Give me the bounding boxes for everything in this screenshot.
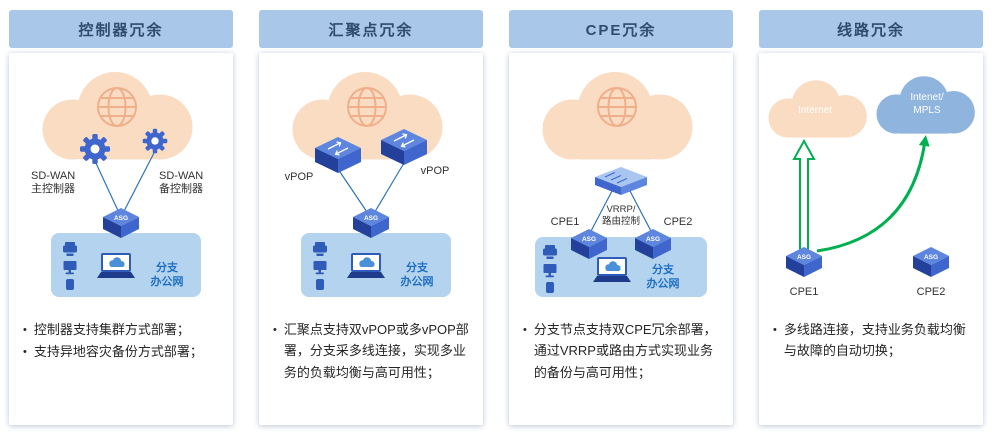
line-redundancy-diagram: Internet Intenet/ MPLS ASG ASG CPE1 CPE2 [768,76,975,298]
link-line [94,160,121,216]
cpe2-label: CPE2 [664,216,693,228]
primary-controller-label-line2: 主控制器 [31,181,75,195]
bullet-text: 多线路连接，支持业务负载均衡与故障的自动切换； [783,322,966,359]
panel-line-redundancy: 线路冗余 Internet Intenet/ MPLS ASG ASG CPE1… [759,10,983,425]
panel-vpop-redundancy: 汇聚点冗余 vPOP vPOP ASG 分支 办公网 汇聚点支 [259,10,483,425]
asg-device-label: ASG [114,215,128,222]
mpls-cloud-label-line2: MPLS [913,105,941,116]
bullet-text: 支持异地容灾备份方式部署； [33,344,203,359]
panel-title: 控制器冗余 [78,21,164,39]
branch-office-label-line2: 办公网 [647,276,680,290]
panel-title: 汇聚点冗余 [328,21,414,39]
bullet-item: 分支节点支持双CPE冗余部署，通过VRRP或路由方式实现业务的备份与高可用性； [523,319,723,383]
laptop-cloud-icon [593,257,631,282]
vpop-left-label: vPOP [285,171,314,183]
vpop-right-label: vPOP [421,165,450,177]
branch-office-label-line1: 分支 [406,260,429,274]
link-line [629,190,653,234]
primary-controller-label-line1: SD-WAN [31,170,75,182]
cpe-redundancy-diagram: CPE1 VRRP/ 路由控制 CPE2 ASG ASG 分支 办公网 [535,72,707,297]
link-line [589,190,613,234]
green-arrow-straight-icon [792,138,816,252]
cpe1-label: CPE1 [551,216,580,228]
backup-controller-label-line1: SD-WAN [159,170,203,182]
panel-title: CPE冗余 [585,21,657,39]
panel-controller-redundancy: 控制器冗余 SD-WAN 主控制器 SD-WAN 备控制器 ASG 分支 [9,10,233,425]
cpe1-label: CPE1 [790,286,819,298]
vrrp-label-line1: VRRP/ [606,204,635,215]
vrrp-label-line2: 路由控制 [602,215,640,227]
branch-office-label-line2: 办公网 [401,274,434,288]
asg-device-label-left: ASG [582,236,596,243]
bullet-text: 汇聚点支持双vPOP或多vPOP部署，分支采多线连接，实现多业务的负载均衡与高可… [283,322,469,380]
bullet-text: 分支节点支持双CPE冗余部署，通过VRRP或路由方式实现业务的备份与高可用性； [533,322,717,380]
panel-header: 控制器冗余 [9,10,233,48]
vpop-redundancy-diagram: vPOP vPOP ASG 分支 办公网 [285,72,451,297]
panel-body: CPE1 VRRP/ 路由控制 CPE2 ASG ASG 分支 办公网 分支节点… [509,53,733,425]
panel-body: vPOP vPOP ASG 分支 办公网 汇聚点支持双vPOP或多vPOP部署，… [259,53,483,425]
panel-cpe-redundancy: CPE冗余 CPE1 VRRP/ 路由控制 CPE2 ASG ASG 分支 [509,10,733,425]
backup-controller-gear-icon [142,128,168,154]
bullet-item: 多线路连接，支持业务负载均衡与故障的自动切换； [773,319,973,362]
link-line [372,162,405,216]
bullet-item: 控制器支持集群方式部署； [23,319,223,341]
cpe2-asg-device-label: ASG [924,254,938,261]
bullet-text: 控制器支持集群方式部署； [33,322,190,337]
panel-header: 线路冗余 [759,10,983,48]
branch-office-label-line2: 办公网 [151,274,184,288]
panel-header: 汇聚点冗余 [259,10,483,48]
cpe1-asg-device-icon [786,247,822,277]
bullet-list: 汇聚点支持双vPOP或多vPOP部署，分支采多线连接，实现多业务的负载均衡与高可… [259,311,483,383]
switch-device-icon [594,166,648,196]
asg-device-label: ASG [364,215,378,222]
branch-office-label-line1: 分支 [156,260,179,274]
cpe1-asg-device-label: ASG [797,254,811,261]
bullet-list: 多线路连接，支持业务负载均衡与故障的自动切换； [759,311,983,362]
link-line [121,152,155,216]
bullet-list: 分支节点支持双CPE冗余部署，通过VRRP或路由方式实现业务的备份与高可用性； [509,311,733,383]
mpls-cloud-label-line1: Intenet/ [910,92,944,103]
panel-body: Internet Intenet/ MPLS ASG ASG CPE1 CPE2… [759,53,983,425]
primary-controller-gear-icon [80,134,110,164]
laptop-cloud-icon [97,253,135,278]
controller-redundancy-diagram: SD-WAN 主控制器 SD-WAN 备控制器 ASG 分支 办公网 [31,72,203,297]
backup-controller-label-line2: 备控制器 [159,181,203,195]
internet-cloud-label: Internet [798,105,832,116]
cpe2-asg-device-icon [913,247,949,277]
cpe2-label: CPE2 [917,286,946,298]
branch-office-label-line1: 分支 [652,262,675,276]
asg-device-label-right: ASG [646,236,660,243]
bullet-item: 支持异地容灾备份方式部署； [23,341,223,363]
laptop-cloud-icon [347,253,385,278]
green-arrow-curved-icon [816,135,930,253]
bullet-list: 控制器支持集群方式部署； 支持异地容灾备份方式部署； [9,311,233,363]
panel-header: CPE冗余 [509,10,733,48]
bullet-item: 汇聚点支持双vPOP或多vPOP部署，分支采多线连接，实现多业务的负载均衡与高可… [273,319,473,383]
panel-title: 线路冗余 [836,21,905,39]
link-line [337,168,370,216]
panel-body: SD-WAN 主控制器 SD-WAN 备控制器 ASG 分支 办公网 控制器支持… [9,53,233,425]
